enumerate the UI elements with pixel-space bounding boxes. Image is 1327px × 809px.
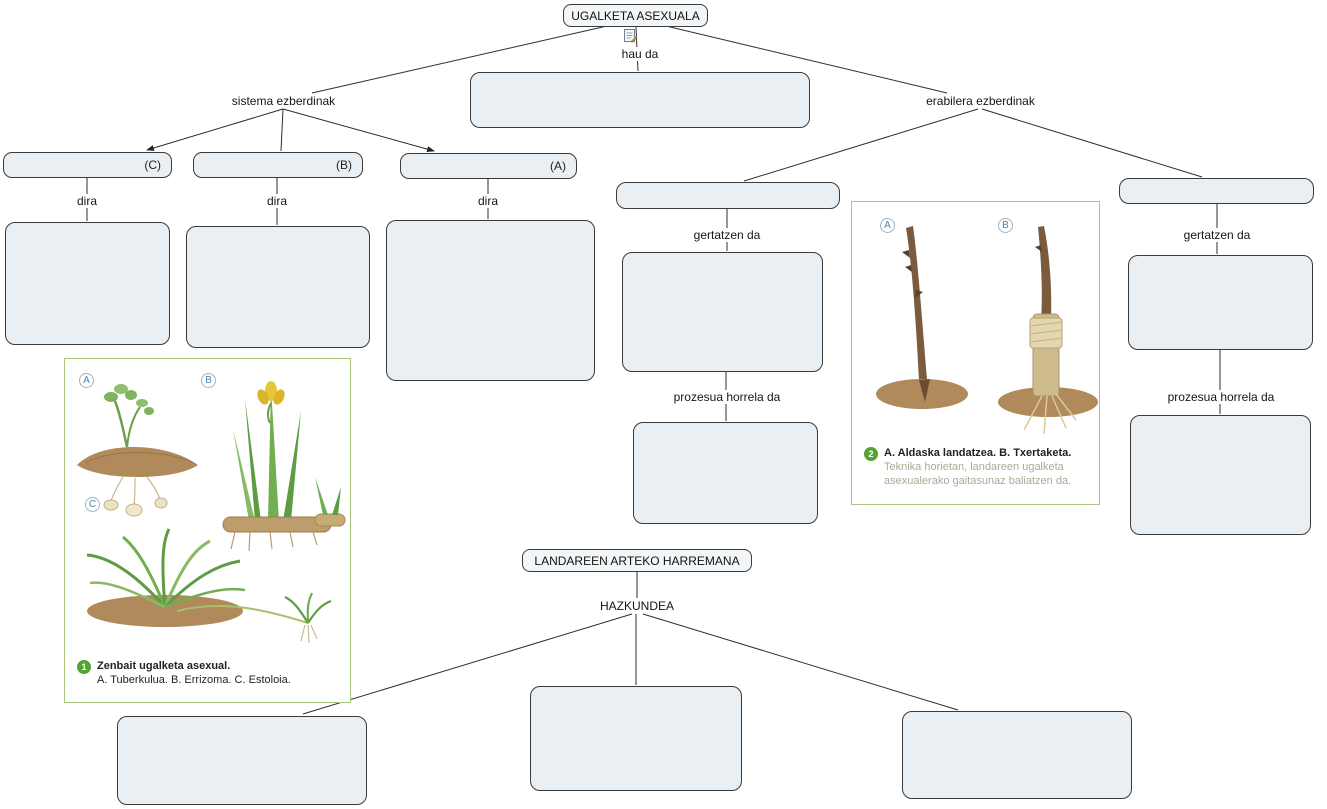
usage-happens-label-2: gertatzen da <box>1177 228 1257 242</box>
stolon-illustration-art <box>86 528 332 644</box>
system-letter-a: (A) <box>550 159 566 173</box>
figure1-number-badge: 1 <box>77 660 91 674</box>
answer-box-definition[interactable] <box>470 72 810 128</box>
figure1-caption: 1 Zenbait ugalketa asexual. A. Tuberkulu… <box>77 659 339 687</box>
dira-label-c: dira <box>62 194 112 208</box>
usage-process-label-1: prozesua horrela da <box>667 390 787 404</box>
uses-branch-label: erabilera ezberdinak <box>913 94 1048 108</box>
figure2-label-a: A <box>880 218 895 233</box>
answer-box-system-b[interactable] <box>186 226 370 348</box>
connector-label-hau-da: hau da <box>615 47 665 61</box>
answer-box-usage-2-where[interactable] <box>1128 255 1313 350</box>
usage-process-label-2: prozesua horrela da <box>1160 390 1282 404</box>
figure1-caption-items: A. Tuberkulua. B. Errizoma. C. Estoloia. <box>97 674 291 686</box>
graft-illustration-art <box>998 226 1098 435</box>
figure-panel-1: A B C 1 Zenbait ugalketa asexual. A. Tub… <box>64 358 351 703</box>
figure1-label-c: C <box>85 497 100 512</box>
figure1-label-b: B <box>201 373 216 388</box>
answer-box-usage-1-title[interactable] <box>616 182 840 209</box>
system-letter-b: (B) <box>336 158 352 172</box>
answer-box-growth-left[interactable] <box>117 716 367 805</box>
figure2-caption: 2 A. Aldaska landatzea. B. Txertaketa. T… <box>864 446 1090 488</box>
answer-box-usage-2-process[interactable] <box>1130 415 1311 535</box>
figure2-caption-title: A. Aldaska landatzea. B. Txertaketa. <box>884 447 1072 459</box>
hazkundea-label: HAZKUNDEA <box>592 599 682 613</box>
system-letter-box-c[interactable]: (C) <box>3 152 172 178</box>
usage-happens-label-1: gertatzen da <box>687 228 767 242</box>
dira-label-b: dira <box>252 194 302 208</box>
grafting-illustration <box>876 226 1098 435</box>
bottom-title-box: LANDAREEN ARTEKO HARREMANA <box>522 549 752 572</box>
answer-box-usage-2-title[interactable] <box>1119 178 1314 204</box>
answer-box-usage-1-where[interactable] <box>622 252 823 372</box>
figure1-label-a: A <box>79 373 94 388</box>
system-letter-box-b[interactable]: (B) <box>193 152 363 178</box>
answer-box-usage-1-process[interactable] <box>633 422 818 524</box>
figure2-number-badge: 2 <box>864 447 878 461</box>
system-letter-box-a[interactable]: (A) <box>400 153 577 179</box>
figure2-label-b: B <box>998 218 1013 233</box>
edit-note-icon <box>624 29 638 43</box>
rhizome-illustration-art <box>222 381 346 552</box>
cutting-illustration-art <box>876 226 968 409</box>
figure-panel-2: A B 2 A. Aldaska landatzea. B. Txertaket… <box>851 201 1100 505</box>
answer-box-system-c[interactable] <box>5 222 170 345</box>
answer-box-system-a[interactable] <box>386 220 595 381</box>
figure1-caption-title: Zenbait ugalketa asexual. <box>97 660 231 672</box>
answer-box-growth-right[interactable] <box>902 711 1132 799</box>
answer-box-growth-center[interactable] <box>530 686 742 791</box>
plants-illustration <box>77 381 346 644</box>
tuber-illustration-art <box>77 384 198 517</box>
dira-label-a: dira <box>463 194 513 208</box>
systems-branch-label: sistema ezberdinak <box>216 94 351 108</box>
figure2-caption-body: Teknika horietan, landareen ugalketa ase… <box>884 461 1072 487</box>
system-letter-c: (C) <box>144 158 161 172</box>
root-title-box: UGALKETA ASEXUALA <box>563 4 708 27</box>
